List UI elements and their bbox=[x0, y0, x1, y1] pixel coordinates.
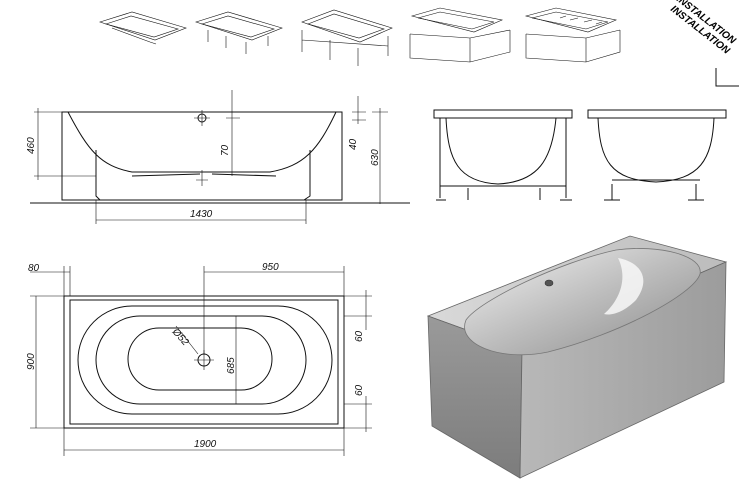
thumb-tub-with-panel bbox=[409, 7, 511, 63]
dim-900-line bbox=[30, 295, 64, 429]
dim-685-line bbox=[228, 315, 244, 405]
end-elevation-legs bbox=[587, 109, 727, 201]
dim-diameter: Ø52 bbox=[169, 326, 191, 348]
render-overflow bbox=[544, 279, 554, 287]
dim-460-line bbox=[34, 108, 96, 180]
dim-60-bottom: 60 bbox=[354, 384, 365, 396]
tub-outline bbox=[61, 111, 343, 201]
dim-950-line bbox=[203, 266, 345, 354]
drain-channel bbox=[131, 173, 277, 177]
dim-1900: 1900 bbox=[194, 439, 217, 450]
basin-profile bbox=[67, 111, 337, 173]
thumb-bare-tub bbox=[99, 11, 187, 45]
plan-view: 80 950 900 Ø52 685 60 60 1900 bbox=[26, 262, 372, 456]
dim-630-line bbox=[372, 108, 388, 204]
end-elevation-frame bbox=[433, 109, 573, 201]
panel-supports bbox=[95, 150, 311, 201]
dim-diameter-leader bbox=[175, 325, 199, 355]
dim-630: 630 bbox=[370, 149, 381, 166]
dim-685: 685 bbox=[226, 357, 237, 374]
dim-950: 950 bbox=[262, 262, 279, 273]
drain-mark bbox=[196, 170, 208, 186]
dim-40-line bbox=[352, 96, 366, 124]
corner-bracket bbox=[715, 68, 739, 87]
corner-installation-labels: INSTALLATION INSTALLATION bbox=[668, 0, 739, 87]
dim-460: 460 bbox=[26, 137, 37, 154]
side-elevation-view: 460 70 40 630 1430 bbox=[26, 90, 410, 224]
dim-900: 900 bbox=[26, 353, 37, 370]
dim-60-bottom-line bbox=[344, 396, 372, 432]
thumb-tub-with-panel-jets bbox=[524, 7, 621, 63]
thumb-tub-on-legs bbox=[195, 11, 283, 54]
dim-60-top: 60 bbox=[354, 330, 365, 342]
dim-70: 70 bbox=[220, 144, 231, 156]
dim-1430-line bbox=[95, 200, 307, 224]
plan-basin-mid bbox=[95, 315, 307, 405]
thumb-tub-on-frame bbox=[301, 9, 393, 66]
dim-40: 40 bbox=[348, 138, 359, 150]
render-highlight bbox=[604, 258, 644, 315]
dim-80-line bbox=[30, 266, 71, 296]
dim-1900-line bbox=[63, 428, 345, 456]
overflow-crosshair bbox=[194, 110, 210, 126]
dim-80: 80 bbox=[28, 263, 40, 274]
installation-thumbnails bbox=[99, 7, 621, 66]
plan-basin-floor bbox=[127, 327, 273, 391]
dim-1430: 1430 bbox=[190, 209, 213, 220]
dim-70-line bbox=[226, 90, 240, 176]
dim-60-top-line bbox=[344, 290, 372, 330]
bathtub-3d-render bbox=[426, 235, 728, 479]
